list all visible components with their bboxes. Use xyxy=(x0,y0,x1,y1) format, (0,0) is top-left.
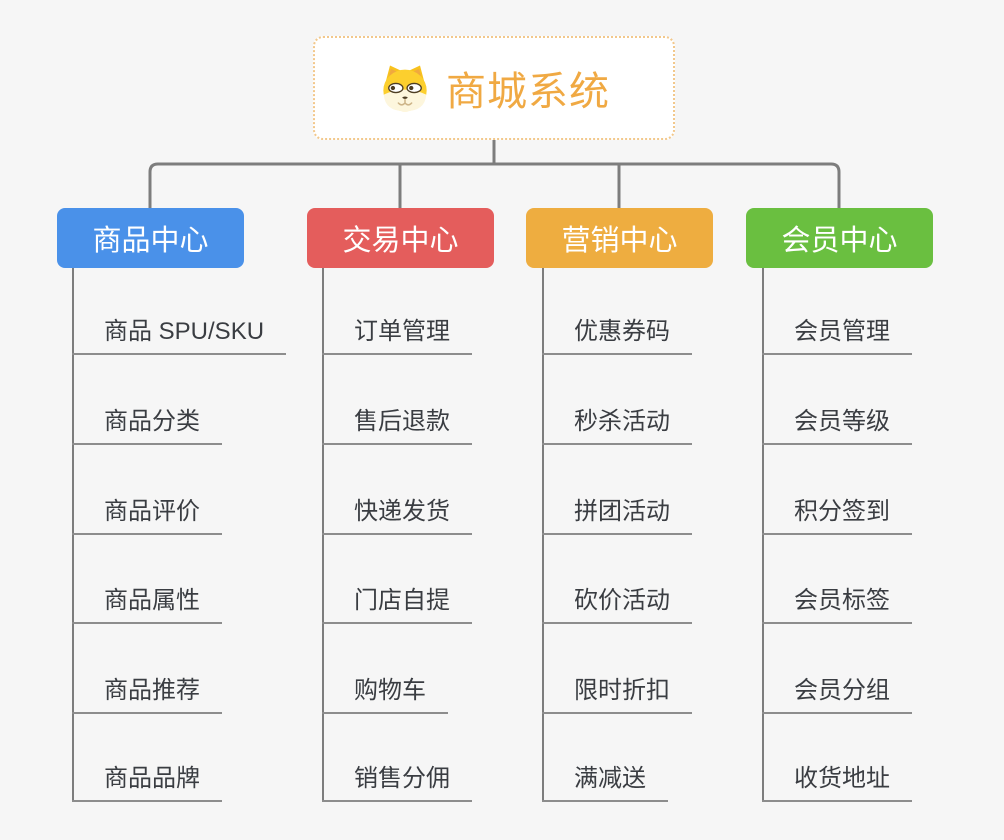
child-node[interactable]: 会员分组 xyxy=(762,676,912,714)
branch-line-marketing xyxy=(542,268,544,802)
child-node[interactable]: 收货地址 xyxy=(762,764,912,802)
branch-label: 交易中心 xyxy=(342,225,459,257)
child-node[interactable]: 商品品牌 xyxy=(72,764,222,802)
dog-face-icon xyxy=(383,65,427,112)
branch-node-trade[interactable]: 交易中心 xyxy=(307,208,494,268)
branch-line-trade xyxy=(322,268,324,802)
child-node[interactable]: 拼团活动 xyxy=(542,497,692,535)
child-node[interactable]: 商品分类 xyxy=(72,407,222,445)
connector-lines xyxy=(148,140,841,208)
child-node[interactable]: 会员管理 xyxy=(762,317,912,355)
child-node[interactable]: 商品 SPU/SKU xyxy=(72,317,287,355)
branch-node-products[interactable]: 商品中心 xyxy=(57,208,244,268)
child-node[interactable]: 商品推荐 xyxy=(72,676,222,714)
child-node[interactable]: 优惠券码 xyxy=(542,317,692,355)
branch-node-marketing[interactable]: 营销中心 xyxy=(526,208,713,268)
branch-label: 商品中心 xyxy=(92,225,209,257)
child-node[interactable]: 商品评价 xyxy=(72,497,222,535)
root-node[interactable]: 商城系统 xyxy=(313,36,675,140)
child-node[interactable]: 售后退款 xyxy=(322,407,472,445)
branch-line-members xyxy=(762,268,764,802)
child-node[interactable]: 秒杀活动 xyxy=(542,407,692,445)
child-node[interactable]: 销售分佣 xyxy=(322,764,472,802)
child-node[interactable]: 快递发货 xyxy=(322,497,472,535)
branch-label: 营销中心 xyxy=(561,225,678,257)
child-node[interactable]: 订单管理 xyxy=(322,317,472,355)
child-node[interactable]: 会员等级 xyxy=(762,407,912,445)
child-node[interactable]: 门店自提 xyxy=(322,586,472,624)
child-node[interactable]: 会员标签 xyxy=(762,586,912,624)
child-node[interactable]: 购物车 xyxy=(322,676,448,714)
branch-label: 会员中心 xyxy=(781,225,898,257)
child-node[interactable]: 限时折扣 xyxy=(542,676,692,714)
child-node[interactable]: 砍价活动 xyxy=(542,586,692,624)
root-title: 商城系统 xyxy=(446,70,610,114)
branch-line-products xyxy=(72,268,74,802)
child-node[interactable]: 商品属性 xyxy=(72,586,222,624)
branch-node-members[interactable]: 会员中心 xyxy=(746,208,933,268)
child-node[interactable]: 积分签到 xyxy=(762,497,912,535)
child-node[interactable]: 满减送 xyxy=(542,764,668,802)
